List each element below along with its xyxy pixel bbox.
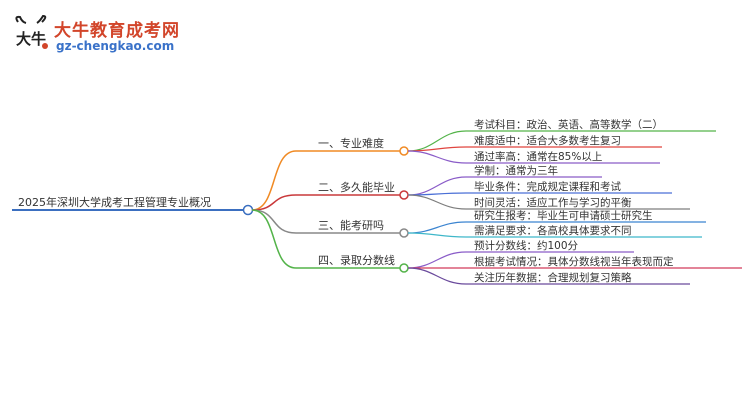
brand-logo: 大牛 大牛教育成考网 gz-chengkao.com: [12, 14, 212, 58]
branch-connector: [251, 150, 297, 211]
leaf-label: 时间灵活：适应工作与学习的平衡: [474, 196, 632, 209]
leaf-connector: [407, 232, 467, 238]
branch-connector: [251, 194, 297, 211]
leaf-connector: [407, 176, 467, 196]
leaf-connector: [407, 194, 467, 210]
leaf-label: 毕业条件：完成规定课程和考试: [474, 180, 621, 193]
leaf-label: 学制：通常为三年: [474, 164, 558, 177]
leaf-label: 预计分数线：约100分: [474, 239, 579, 252]
root-node-dot[interactable]: [242, 204, 254, 216]
branch-node-dot[interactable]: [399, 263, 409, 273]
leaf-connector: [407, 267, 467, 285]
leaf-connector: [407, 150, 467, 164]
leaf-label: 需满足要求：各高校具体要求不同: [474, 224, 632, 237]
branch-label: 三、能考研吗: [318, 218, 384, 232]
branch-label: 一、专业难度: [318, 136, 384, 150]
leaf-label: 根据考试情况：具体分数线视当年表现而定: [474, 255, 674, 268]
logo-glyph: 大牛: [16, 30, 46, 48]
leaf-label: 关注历年数据：合理规划复习策略: [474, 271, 632, 284]
leaf-label: 难度适中：适合大多数考生复习: [474, 134, 621, 147]
leaf-label: 考试科目：政治、英语、高等数学（二）: [474, 118, 663, 131]
root-node-label: 2025年深圳大学成考工程管理专业概况: [18, 195, 211, 209]
leaf-label: 研究生报考：毕业生可申请硕士研究生: [474, 209, 653, 222]
branch-connector: [251, 209, 297, 234]
bull-logo-icon: 大牛: [15, 14, 48, 49]
leaf-connector: [407, 130, 467, 152]
branch-label: 四、录取分数线: [318, 253, 395, 267]
branch-node-dot[interactable]: [399, 146, 409, 156]
leaf-connector: [407, 221, 467, 234]
leaf-connector: [407, 251, 467, 269]
leaf-label: 通过率高：通常在85%以上: [474, 150, 602, 163]
brand-url: gz-chengkao.com: [56, 39, 175, 53]
leaf-connector: [407, 146, 467, 152]
brand-name: 大牛教育成考网: [54, 21, 180, 41]
branch-label: 二、多久能毕业: [318, 180, 395, 194]
branch-connector: [251, 209, 297, 269]
branch-node-dot[interactable]: [399, 190, 409, 200]
branch-node-dot[interactable]: [399, 228, 409, 238]
